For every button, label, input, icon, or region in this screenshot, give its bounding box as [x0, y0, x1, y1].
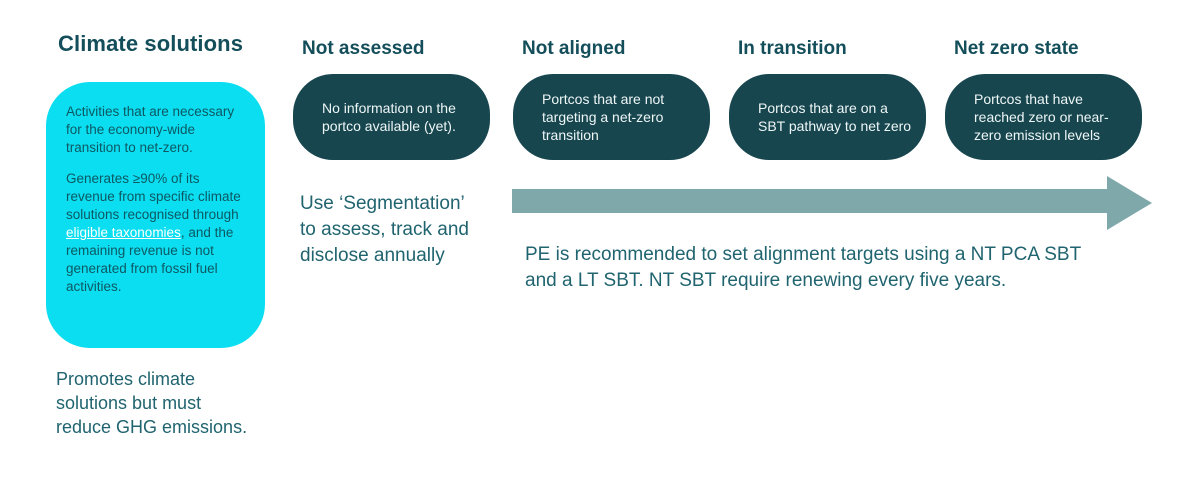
flow-arrow-shape: [512, 176, 1152, 230]
stage-pill: Portcos that are on a SBT pathway to net…: [729, 74, 926, 160]
stage-title: Not aligned: [522, 38, 626, 59]
segmentation-note: Use ‘Segmentation’ to assess, track and …: [300, 191, 469, 269]
stage-not-aligned: Not aligned Portcos that are not targeti…: [513, 38, 710, 160]
recommendation-note-line: PE is recommended to set alignment targe…: [525, 244, 1082, 265]
stage-not-assessed: Not assessed No information on the portc…: [293, 38, 490, 160]
eligible-taxonomies-link[interactable]: eligible taxonomies: [66, 225, 181, 240]
stage-title: Not assessed: [302, 38, 425, 59]
segmentation-note-line: Use ‘Segmentation’: [300, 193, 465, 214]
recommendation-note: PE is recommended to set alignment targe…: [525, 242, 1081, 294]
stage-pill: No information on the portco available (…: [293, 74, 490, 160]
left-footnote: Promotes climate solutions but must redu…: [56, 369, 248, 437]
stage-title: In transition: [738, 38, 847, 59]
stage-in-transition: In transition Portcos that are on a SBT …: [729, 38, 926, 160]
card-paragraph-2-tail: , and the remaining revenue is not gener…: [66, 225, 234, 294]
stage-description: Portcos that are not targeting a net-zer…: [542, 91, 665, 143]
segmentation-note-line: to assess, track and: [300, 219, 469, 240]
recommendation-note-line: and a LT SBT. NT SBT require renewing ev…: [525, 270, 1007, 291]
stage-description: Portcos that are on a SBT pathway to net…: [758, 100, 912, 134]
stage-title: Net zero state: [954, 38, 1079, 59]
stage-pill: Portcos that are not targeting a net-zer…: [513, 74, 710, 160]
stage-description: Portcos that have reached zero or near-z…: [974, 91, 1109, 143]
card-paragraph-1: Activities that are necessary for the ec…: [66, 104, 235, 155]
card-paragraph-2: Generates ≥90% of its revenue from speci…: [66, 170, 243, 296]
stage-description: No information on the portco available (…: [322, 100, 456, 134]
stage-pill: Portcos that have reached zero or near-z…: [945, 74, 1142, 160]
page-title: Climate solutions: [58, 31, 244, 56]
climate-solutions-card: Activities that are necessary for the ec…: [46, 82, 265, 348]
card-paragraph-2-text: Generates ≥90% of its revenue from speci…: [66, 171, 241, 222]
flow-arrow-icon: [512, 176, 1152, 230]
segmentation-note-line: disclose annually: [300, 245, 445, 266]
stage-net-zero-state: Net zero state Portcos that have reached…: [945, 38, 1142, 160]
